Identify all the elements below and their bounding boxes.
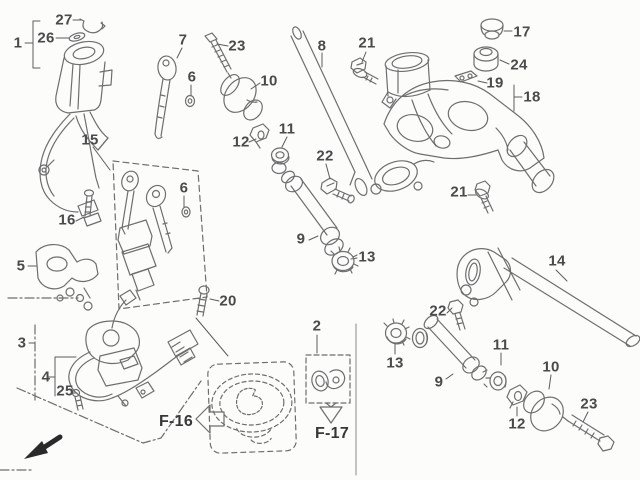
part-1-ignition-switch-drawing [38, 40, 113, 227]
part-22b-bolt-drawing [447, 299, 466, 331]
part-7-key-drawing [154, 55, 177, 140]
part-26-washer-drawing [68, 32, 86, 42]
part-3-switch-harness-drawing [68, 289, 199, 407]
part-21b-bolt-drawing [474, 180, 494, 214]
part-11b-collar-drawing [489, 371, 507, 391]
part-label-25: 25 [56, 382, 74, 400]
part-27-snap-ring-drawing [79, 18, 106, 34]
part-2-detail-box [305, 354, 351, 404]
part-label-5: 5 [16, 257, 26, 275]
figure-ref-f16: F-16 [158, 413, 194, 430]
part-label-13a: 13 [358, 248, 376, 266]
part-label-18: 18 [523, 88, 541, 106]
part-label-11b: 11 [492, 336, 510, 354]
part-label-6a: 6 [187, 68, 197, 86]
part-12a-clamp-piece-drawing [249, 123, 270, 149]
part-label-7: 7 [178, 31, 188, 49]
part-label-21a: 21 [358, 34, 376, 52]
part-label-20: 20 [219, 292, 237, 310]
part-label-6b: 6 [179, 179, 189, 197]
part-label-19: 19 [486, 74, 504, 92]
part-22a-bolt-drawing [320, 177, 355, 204]
figure-ref-f17: F-17 [314, 425, 350, 442]
part-6a-washer-drawing [184, 94, 196, 108]
part-23a-screw-drawing [204, 32, 232, 79]
direction-arrow-icon [24, 434, 63, 459]
part-11a-collar-drawing [270, 147, 290, 165]
part-13a-toothed-nut-drawing [330, 246, 359, 275]
left-clipon-holder-drawing [370, 159, 435, 195]
part-8-handlebar-pipe-left-drawing [290, 26, 373, 197]
part-25-screw-drawing [71, 388, 84, 411]
part-14-handlebar-pipe-right-drawing [456, 247, 640, 348]
part-18-top-bridge-drawing [383, 79, 555, 194]
part-label-10a: 10 [260, 72, 278, 90]
part-label-21b: 21 [450, 183, 468, 201]
part-label-1: 1 [13, 34, 23, 52]
part-19-plate-drawing [454, 70, 478, 83]
part-13b-toothed-nut-drawing [383, 318, 429, 349]
part-label-26: 26 [37, 29, 55, 47]
part-label-4: 4 [41, 368, 51, 386]
part-21a-bolt-drawing [350, 57, 379, 85]
part-label-3: 3 [17, 334, 27, 352]
lock-top-detail-view [207, 361, 297, 454]
part-9b-grip-pipe-drawing [423, 314, 491, 388]
part-label-15: 15 [81, 131, 99, 149]
part-label-13b: 13 [386, 354, 404, 372]
part-24-stem-nut-drawing [473, 46, 499, 72]
part-label-9b: 9 [434, 373, 444, 391]
part-label-24: 24 [510, 56, 528, 74]
part-10a-bar-end-weight-drawing [220, 74, 263, 121]
part-label-12b: 12 [508, 415, 526, 433]
part-17-stem-cap-drawing [480, 18, 504, 40]
part-label-22b: 22 [429, 302, 447, 320]
part-label-16: 16 [58, 211, 76, 229]
left-fork-clamp-upper-drawing [381, 51, 453, 147]
f17-pointer-arrow-icon [319, 402, 343, 424]
part-label-14: 14 [548, 252, 566, 270]
part-label-17: 17 [513, 23, 531, 41]
part-label-9a: 9 [296, 230, 306, 248]
part-label-12a: 12 [232, 133, 250, 151]
part-16-bolt-drawing [83, 189, 95, 217]
part-label-8: 8 [317, 37, 327, 55]
f16-pointer-arrow-icon [195, 404, 225, 434]
part-23b-screw-drawing [562, 414, 615, 452]
part-label-23b: 23 [580, 395, 598, 413]
leader-lines [24, 19, 589, 423]
part-5-bracket-drawing [35, 244, 99, 311]
part-9a-grip-pipe-drawing [271, 161, 344, 256]
part-label-11a: 11 [278, 120, 296, 138]
part-label-22a: 22 [316, 147, 334, 165]
part-label-23a: 23 [228, 37, 246, 55]
part-10b-bar-end-weight-drawing [523, 390, 564, 432]
part-12b-clamp-piece-drawing [506, 384, 528, 409]
ignition-lock-detail-box [112, 160, 208, 310]
part-20-bolt-drawing [196, 285, 210, 317]
part-6b-washer-drawing [181, 206, 191, 218]
part-label-27: 27 [55, 11, 73, 29]
region-3-boundary [0, 297, 202, 471]
part-label-10b: 10 [542, 358, 560, 376]
part-label-2: 2 [312, 317, 322, 335]
